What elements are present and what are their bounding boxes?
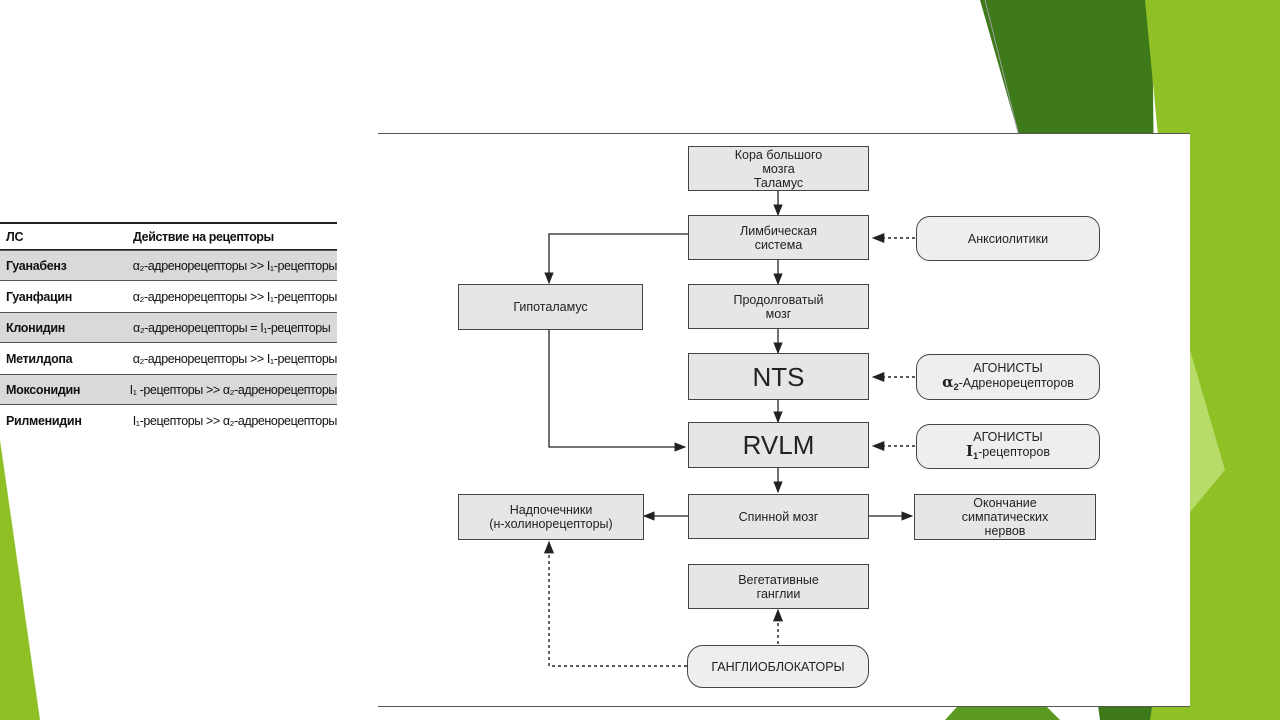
i-subscript: 1 (973, 451, 979, 461)
drug-name: Моксонидин (6, 382, 81, 397)
hypothalamus-label: Гипоталамус (513, 300, 588, 314)
alpha2-agonists-box: АГОНИСТЫ α2-Адренорецепторов (916, 354, 1100, 400)
i1-agonists-line2: I1-рецепторов (966, 444, 1050, 463)
drug-name: Метилдопа (6, 351, 73, 366)
autonomic-ganglia-box: Вегетативные ганглии (688, 564, 869, 609)
i1-agonists-line1: АГОНИСТЫ (973, 430, 1043, 444)
medulla-line1: Продолговатый (733, 292, 824, 307)
drug-name: Гуанабенз (6, 258, 67, 273)
ganglioblockers-box: ГАНГЛИОБЛОКАТОРЫ (687, 645, 869, 688)
drug-name: Гуанфацин (6, 289, 73, 304)
table-row: Клонидин α₂-адренорецепторы = I₁-рецепто… (0, 312, 337, 343)
table-header: ЛС Действие на рецепторы (0, 222, 337, 250)
limbic-system-box: Лимбическая система (688, 215, 869, 260)
sympathetic-line1: Окончание (973, 496, 1037, 510)
table-row: Рилменидин I₁-рецепторы >> α₂-адренореце… (0, 405, 337, 436)
drug-name: Клонидин (6, 320, 66, 335)
adrenal-box: Надпочечники (н-холинорецепторы) (458, 494, 644, 540)
nts-label: NTS (752, 361, 805, 392)
table-row: Гуанабенз α₂-адренорецепторы >> I₁-рецеп… (0, 250, 337, 281)
sympathetic-line2: симпатических (961, 510, 1049, 524)
spinal-label: Спинной мозг (738, 509, 819, 524)
nts-box: NTS (688, 353, 869, 400)
i1-agonists-box: АГОНИСТЫ I1-рецепторов (916, 424, 1100, 469)
drug-action: α₂-адренорецепторы >> I₁-рецепторы (132, 351, 338, 366)
anxiolytics-label: Анксиолитики (967, 231, 1049, 246)
rvlm-label: RVLM (742, 430, 815, 460)
drug-action: α₂-адренорецепторы >> I₁-рецепторы (132, 258, 338, 273)
drug-name: Рилменидин (6, 413, 82, 428)
alpha2-agonists-line1: АГОНИСТЫ (973, 360, 1043, 375)
sympathetic-line3: нервов (984, 524, 1026, 538)
receptor-table: ЛС Действие на рецепторы Гуанабенз α₂-ад… (0, 222, 337, 436)
cortex-box: Кора большого мозга Таламус (688, 146, 869, 191)
sympathetic-endings-box: Окончание симпатических нервов (914, 494, 1096, 540)
green-corner-left (0, 440, 40, 720)
hypothalamus-box: Гипоталамус (458, 284, 643, 330)
dashed-blockers-adrenal (543, 540, 687, 667)
adrenal-line1: Надпочечники (509, 503, 593, 517)
limbic-line2: система (754, 237, 803, 252)
ganglia-line1: Вегетативные (738, 572, 819, 587)
medulla-line2: мозг (765, 306, 792, 321)
anxiolytics-box: Анксиолитики (916, 216, 1100, 261)
ganglia-line2: ганглии (756, 586, 801, 601)
thin-diagonal-line (984, 0, 1021, 141)
cortex-line3: Таламус (753, 175, 804, 190)
cortex-line1: Кора большого (734, 147, 823, 162)
rvlm-box: RVLM (688, 422, 869, 468)
spinal-cord-box: Спинной мозг (688, 494, 869, 539)
table-row: Моксонидин I₁ -рецепторы >> α₂-адренорец… (0, 374, 337, 405)
alpha-subscript: 2 (953, 381, 959, 392)
adrenal-line2: (н-холинорецепторы) (489, 517, 613, 531)
cortex-line2: мозга (762, 161, 795, 176)
drug-action: α₂-адренорецепторы >> I₁-рецепторы (132, 289, 338, 304)
drug-action: I₁-рецепторы >> α₂-адренорецепторы (132, 413, 338, 428)
drug-action: α₂-адренорецепторы = I₁-рецепторы (133, 320, 331, 335)
drug-action: I₁ -рецепторы >> α₂-адренорецепторы (129, 382, 338, 397)
ganglioblockers-label: ГАНГЛИОБЛОКАТОРЫ (711, 659, 845, 674)
i-symbol: I (966, 442, 974, 460)
header-drug: ЛС (6, 229, 24, 244)
i1-agonists-rest: -рецепторов (978, 445, 1050, 459)
alpha2-agonists-rest: -Адренорецепторов (958, 375, 1074, 390)
diagram-connectors (543, 191, 915, 667)
limbic-line1: Лимбическая (740, 223, 817, 238)
arrow-hypothalamus-rvlm (548, 330, 687, 452)
table-row: Метилдопа α₂-адренорецепторы >> I₁-рецеп… (0, 343, 337, 374)
alpha2-agonists-line2: α2-Адренорецепторов (942, 372, 1074, 394)
arrow-limbic-hypothalamus (544, 233, 688, 285)
table-row: Гуанфацин α₂-адренорецепторы >> I₁-рецеп… (0, 281, 337, 312)
blood-pressure-regulation-diagram: Кора большого мозга Таламус Лимбическая … (378, 133, 1190, 707)
medulla-box: Продолговатый мозг (688, 284, 869, 329)
header-action: Действие на рецепторы (133, 229, 274, 244)
alpha-symbol: α (942, 372, 954, 391)
